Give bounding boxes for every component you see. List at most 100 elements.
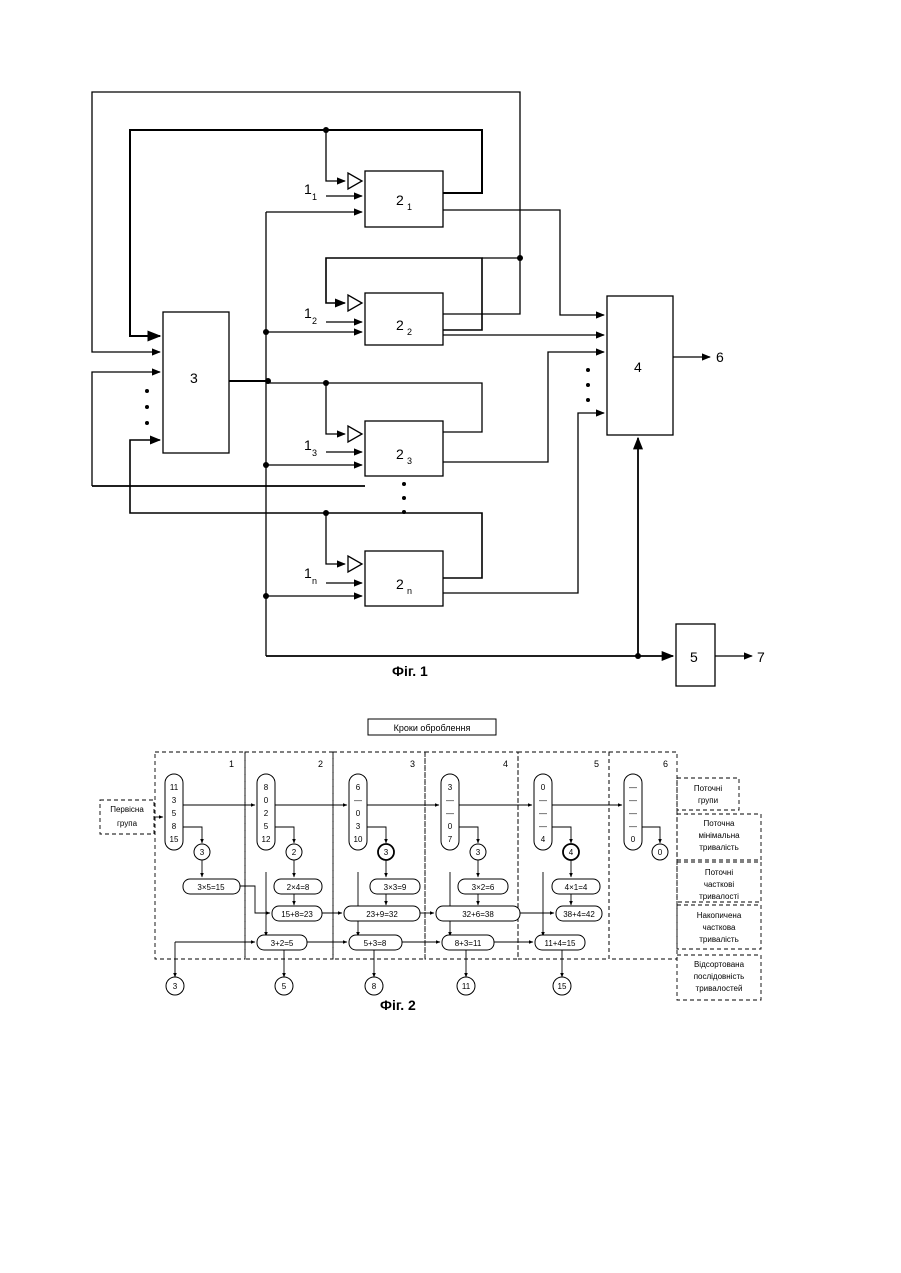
- step-number-2: 2: [318, 759, 323, 769]
- legend-sorted: послідовність: [694, 972, 745, 981]
- legend-current-groups: Поточні: [694, 784, 722, 793]
- group-value: —: [629, 783, 637, 792]
- legend-current-min: Поточна: [704, 819, 735, 828]
- partial-value: 2×4=8: [287, 883, 310, 892]
- group-value: 12: [262, 835, 271, 844]
- group-value: —: [354, 796, 362, 805]
- sorted-value: 5: [282, 982, 287, 991]
- min-value: 3: [476, 848, 481, 857]
- legend-current-min: тривалість: [699, 843, 738, 852]
- legend-current-min-box: [677, 814, 761, 860]
- legend-current-groups-box: [677, 778, 739, 810]
- unit-2-3-sub: 3: [407, 456, 412, 466]
- step-column-3: [333, 752, 425, 959]
- chain-value: 3+2=5: [271, 939, 294, 948]
- group-value: —: [539, 796, 547, 805]
- fig2-caption: Фіг. 2: [380, 997, 416, 1013]
- unit-2-3: [365, 421, 443, 476]
- step-number-5: 5: [594, 759, 599, 769]
- output-7-label: 7: [757, 649, 765, 665]
- legend-sorted: Відсортована: [694, 960, 745, 969]
- legend-accumulated-box: [677, 905, 761, 949]
- input-1-3-sub: 3: [312, 448, 317, 458]
- min-value: 0: [658, 848, 663, 857]
- input-1-2-sub: 2: [312, 316, 317, 326]
- min-value: 4: [569, 848, 574, 857]
- unit-2-2-sub: 2: [407, 327, 412, 337]
- unit-2-1-sub: 1: [407, 202, 412, 212]
- unit-2-n: [365, 551, 443, 606]
- sorted-value: 8: [372, 982, 377, 991]
- input-1-1-sub: 1: [312, 192, 317, 202]
- steps-header-box: [368, 719, 496, 735]
- accumulated-value: 38+4=42: [563, 910, 595, 919]
- group-value: 5: [264, 822, 269, 831]
- chain-value: 5+3=8: [364, 939, 387, 948]
- unit-2-2: [365, 293, 443, 345]
- legend-accumulated: часткова: [703, 923, 736, 932]
- block-3-label: 3: [190, 370, 198, 386]
- min-value: 2: [292, 848, 297, 857]
- partial-value: 4×1=4: [565, 883, 588, 892]
- group-value: 3: [172, 796, 177, 805]
- chain-value: 8+3=11: [455, 939, 482, 948]
- group-value: 5: [172, 809, 177, 818]
- unit-2-3-label: 2: [396, 446, 404, 462]
- min-value: 3: [200, 848, 205, 857]
- chain-value: 11+4=15: [545, 939, 577, 948]
- accumulated-value: 32+6=38: [462, 910, 494, 919]
- unit-2-n-sub: n: [407, 586, 412, 596]
- initial-group-box: [100, 800, 154, 834]
- accumulated-value: 23+9=32: [366, 910, 398, 919]
- step-column-2: [245, 752, 333, 959]
- legend-current-partial-box: [677, 862, 761, 902]
- unit-2-1-label: 2: [396, 192, 404, 208]
- group-value: —: [629, 822, 637, 831]
- unit-2-1: [365, 171, 443, 227]
- group-value: 0: [448, 822, 453, 831]
- group-value: —: [446, 796, 454, 805]
- accumulated-value: 15+8=23: [281, 910, 313, 919]
- input-1-3-label: 1: [304, 437, 312, 453]
- group-value: 4: [541, 835, 546, 844]
- group-value: —: [629, 796, 637, 805]
- group-value: 0: [541, 783, 546, 792]
- step-number-4: 4: [503, 759, 508, 769]
- legend-sorted-box: [677, 955, 761, 1000]
- group-value: 0: [264, 796, 269, 805]
- legend-sorted: тривалостей: [696, 984, 743, 993]
- partial-value: 3×2=6: [472, 883, 495, 892]
- step-column-6: [609, 752, 677, 959]
- group-value: 6: [356, 783, 361, 792]
- partial-value: 3×3=9: [384, 883, 407, 892]
- group-value: 3: [356, 822, 361, 831]
- step-column-1: [155, 752, 245, 959]
- initial-group-label-2: група: [117, 819, 138, 828]
- legend-current-partial: часткові: [704, 880, 735, 889]
- unit-2-n-label: 2: [396, 576, 404, 592]
- sorted-value: 11: [462, 982, 471, 991]
- partial-value: 3×5=15: [197, 883, 225, 892]
- unit-2-2-label: 2: [396, 317, 404, 333]
- group-value: 8: [172, 822, 177, 831]
- step-column-5: [518, 752, 609, 959]
- block-4-label: 4: [634, 359, 642, 375]
- output-6-label: 6: [716, 349, 724, 365]
- input-1-1-label: 1: [304, 181, 312, 197]
- input-1-2-label: 1: [304, 305, 312, 321]
- group-value: 3: [448, 783, 453, 792]
- group-value: 10: [354, 835, 363, 844]
- legend-current-groups: групи: [698, 796, 718, 805]
- legend-accumulated: тривалість: [699, 935, 738, 944]
- input-1-n-label: 1: [304, 565, 312, 581]
- sorted-value: 15: [558, 982, 567, 991]
- group-value: 11: [170, 783, 179, 792]
- group-value: —: [539, 822, 547, 831]
- group-value: 0: [356, 809, 361, 818]
- block-5-label: 5: [690, 649, 698, 665]
- steps-header: Кроки оброблення: [394, 723, 471, 733]
- fig1-caption: Фіг. 1: [392, 663, 428, 679]
- legend-accumulated: Накопичена: [697, 911, 742, 920]
- legend-current-partial: Поточні: [705, 868, 733, 877]
- input-1-n-sub: n: [312, 576, 317, 586]
